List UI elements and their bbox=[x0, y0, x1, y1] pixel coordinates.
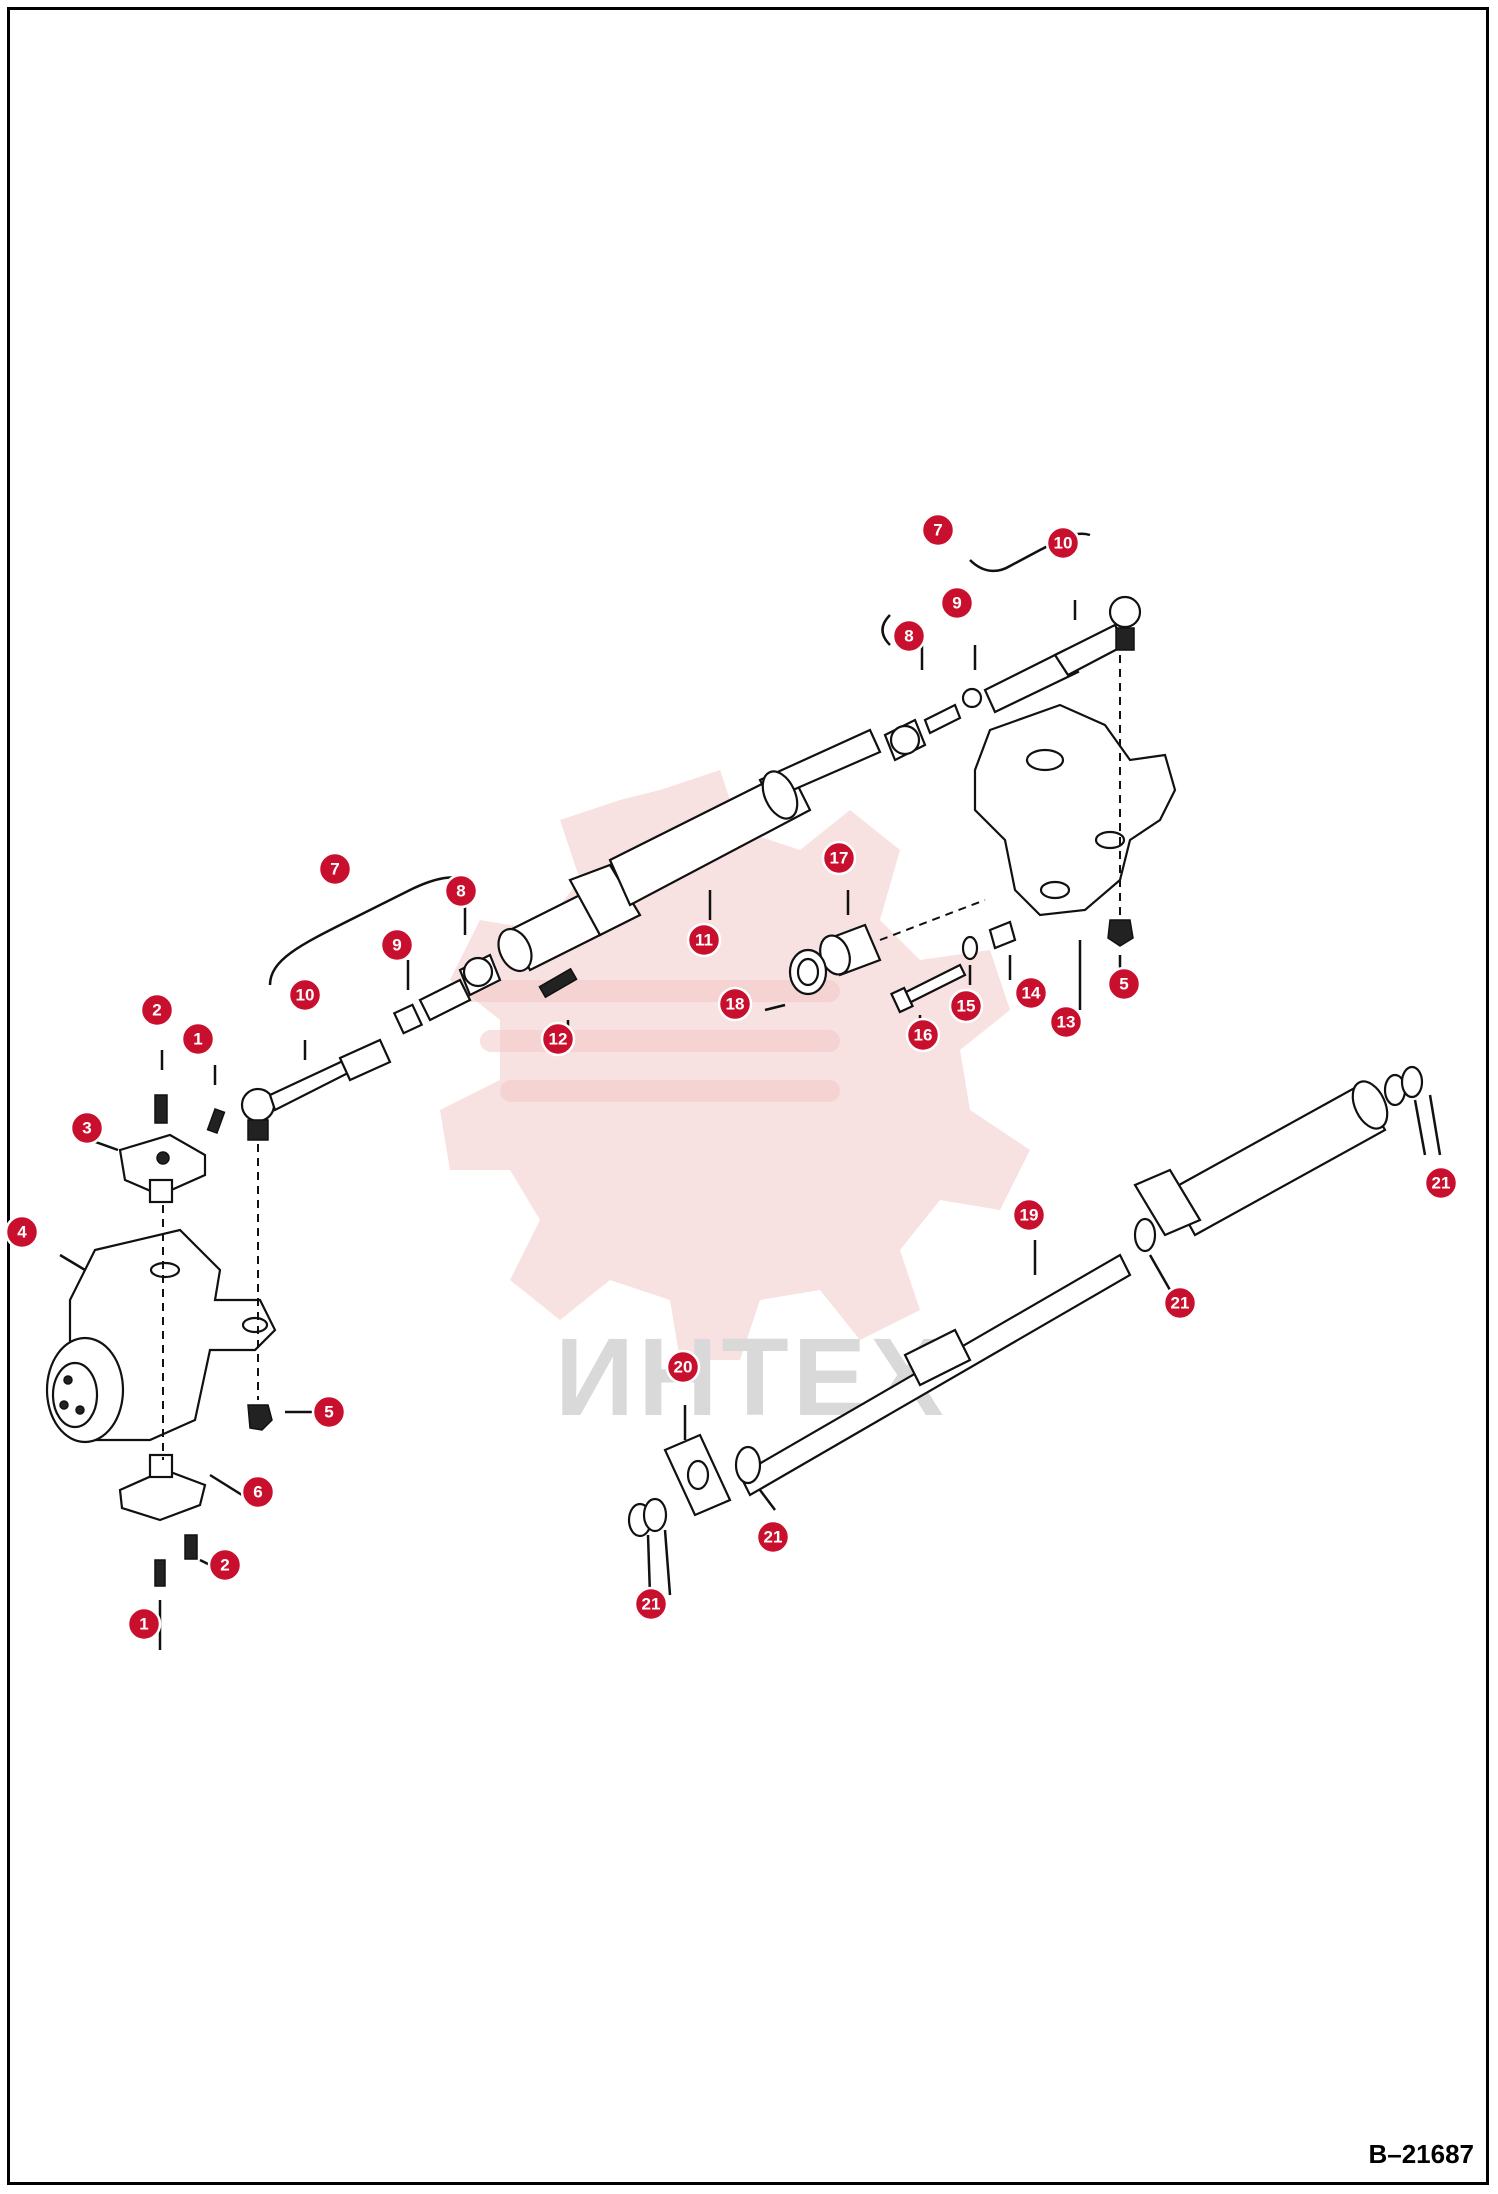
callout-2b[interactable] bbox=[207, 1547, 243, 1583]
steering-knuckle-right bbox=[973, 703, 1177, 917]
callout-19[interactable] bbox=[1011, 1197, 1047, 1233]
snap-ring-21c bbox=[734, 1445, 762, 1485]
callout-11[interactable] bbox=[686, 922, 722, 958]
snap-ring-21b bbox=[1133, 1217, 1157, 1253]
callout-label-9a: 9 bbox=[392, 936, 401, 955]
watermark-text: ИНТЕХ bbox=[555, 1316, 947, 1439]
callout-label-3: 3 bbox=[82, 1119, 91, 1138]
callout-label-4: 4 bbox=[17, 1223, 27, 1242]
callout-15[interactable] bbox=[948, 988, 984, 1024]
end-cap-20 bbox=[663, 1433, 732, 1517]
callout-17[interactable] bbox=[821, 840, 857, 876]
callout-label-11: 11 bbox=[695, 931, 713, 950]
callout-4[interactable] bbox=[4, 1214, 40, 1250]
callout-label-16: 16 bbox=[914, 1026, 933, 1045]
callout-label-18: 18 bbox=[726, 995, 745, 1014]
callout-6[interactable] bbox=[240, 1474, 276, 1510]
callout-20[interactable] bbox=[665, 1349, 701, 1385]
callout-label-10b: 10 bbox=[1054, 534, 1073, 553]
tie-rod-end-right bbox=[883, 595, 1142, 762]
callout-label-13: 13 bbox=[1057, 1013, 1076, 1032]
nut-right bbox=[1107, 919, 1134, 947]
callout-21c[interactable] bbox=[755, 1519, 791, 1555]
washer-15 bbox=[961, 935, 979, 961]
callout-label-20: 20 bbox=[674, 1358, 693, 1377]
callout-label-2a: 2 bbox=[152, 1001, 161, 1020]
callout-label-9b: 9 bbox=[952, 594, 961, 613]
drawing-reference-code: B–21687 bbox=[1368, 2139, 1474, 2169]
callout-5a[interactable] bbox=[311, 1394, 347, 1430]
callout-label-21b: 21 bbox=[1171, 1294, 1190, 1313]
cylinder-lower-19 bbox=[738, 1080, 1389, 1497]
callout-label-6: 6 bbox=[253, 1483, 262, 1502]
page-border bbox=[7, 7, 1489, 2185]
bolt-12 bbox=[538, 967, 578, 999]
callout-label-5a: 5 bbox=[324, 1403, 333, 1422]
callout-label-7b: 7 bbox=[933, 521, 942, 540]
callout-label-10a: 10 bbox=[296, 986, 315, 1005]
king-pin-plate-upper bbox=[118, 1133, 207, 1204]
callout-21a[interactable] bbox=[1423, 1165, 1459, 1201]
callout-label-14: 14 bbox=[1022, 984, 1041, 1003]
callout-10a[interactable] bbox=[287, 977, 323, 1013]
callout-1b[interactable] bbox=[126, 1606, 162, 1642]
callout-label-2b: 2 bbox=[220, 1556, 229, 1575]
callout-label-8b: 8 bbox=[904, 627, 913, 646]
callout-label-15: 15 bbox=[957, 997, 976, 1016]
king-pin-plate-lower bbox=[118, 1453, 207, 1522]
steering-cylinder bbox=[497, 728, 882, 973]
bolt-upper bbox=[154, 1094, 168, 1124]
callout-1a[interactable] bbox=[180, 1021, 216, 1057]
callout-label-21a: 21 bbox=[1432, 1174, 1451, 1193]
callout-label-8a: 8 bbox=[456, 882, 465, 901]
callout-9a[interactable] bbox=[379, 927, 415, 963]
snap-ring-21a-2 bbox=[1400, 1065, 1424, 1099]
callout-2a[interactable] bbox=[139, 992, 175, 1028]
callout-label-1b: 1 bbox=[139, 1615, 148, 1634]
callout-label-5b: 5 bbox=[1119, 975, 1128, 994]
callout-7a[interactable] bbox=[317, 851, 353, 887]
callout-label-7a: 7 bbox=[330, 860, 339, 879]
callout-label-17: 17 bbox=[830, 849, 849, 868]
snap-ring-21d-2 bbox=[642, 1497, 668, 1533]
callout-label-1a: 1 bbox=[193, 1030, 202, 1049]
jam-nut-left bbox=[392, 1003, 424, 1035]
steering-knuckle-left bbox=[45, 1228, 277, 1444]
callout-13[interactable] bbox=[1048, 1004, 1084, 1040]
callout-3[interactable] bbox=[69, 1110, 105, 1146]
callout-label-19: 19 bbox=[1020, 1206, 1039, 1225]
callout-8a[interactable] bbox=[443, 873, 479, 909]
callout-label-21c: 21 bbox=[764, 1528, 783, 1547]
grease-fitting-lower bbox=[154, 1559, 166, 1587]
callout-18[interactable] bbox=[717, 986, 753, 1022]
bolt-lower bbox=[184, 1534, 198, 1560]
callout-markers: 1 2 3 4 5 6 2 1 7 8 9 10 11 12 7 10 9 bbox=[4, 512, 1459, 1642]
bushing-14 bbox=[988, 920, 1017, 950]
grease-fitting-upper bbox=[206, 1107, 226, 1135]
callout-5b[interactable] bbox=[1106, 966, 1142, 1002]
tie-rod-end-left bbox=[240, 1038, 392, 1141]
callout-7b[interactable] bbox=[920, 512, 956, 548]
callout-14[interactable] bbox=[1013, 975, 1049, 1011]
callout-21b[interactable] bbox=[1162, 1285, 1198, 1321]
callout-16[interactable] bbox=[905, 1017, 941, 1053]
callout-10b[interactable] bbox=[1045, 525, 1081, 561]
callout-9b[interactable] bbox=[939, 585, 975, 621]
callout-label-12: 12 bbox=[549, 1030, 568, 1049]
nut-left bbox=[247, 1404, 273, 1431]
callout-12[interactable] bbox=[540, 1021, 576, 1057]
callout-label-21d: 21 bbox=[642, 1595, 661, 1614]
threaded-rod-left bbox=[418, 978, 472, 1022]
callout-21d[interactable] bbox=[633, 1586, 669, 1622]
callout-8b[interactable] bbox=[891, 618, 927, 654]
